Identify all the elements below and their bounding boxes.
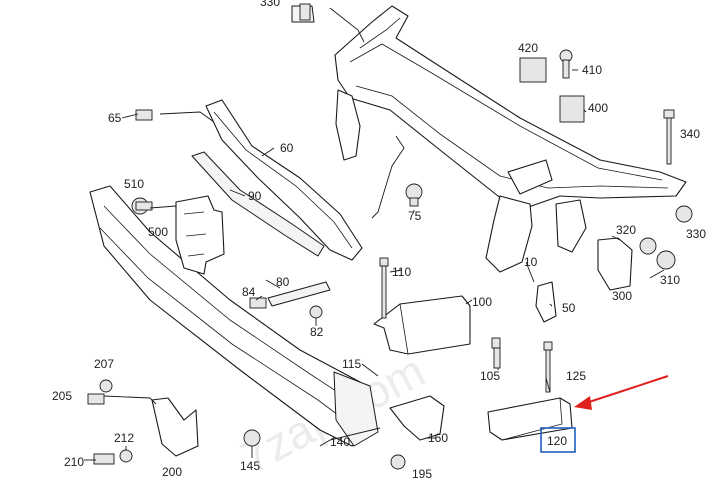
callout-340: 340: [680, 127, 700, 141]
highlight-arrow: [574, 375, 669, 410]
callout-510: 510: [124, 177, 144, 191]
rod-80: [267, 281, 331, 307]
callout-200: 200: [162, 465, 182, 479]
callout-145: 145: [240, 459, 260, 473]
crossmember-60: [205, 99, 363, 261]
callout-300: 300: [612, 289, 632, 303]
bracket-100: [373, 295, 471, 355]
callout-330-top: 330: [260, 0, 280, 9]
callout-212: 212: [114, 431, 134, 445]
callout-210: 210: [64, 455, 84, 469]
callout-400: 400: [588, 101, 608, 115]
bolt-125: [543, 341, 553, 393]
strip-90: [191, 151, 325, 257]
callout-160: 160: [428, 431, 448, 445]
bolt-340: [663, 109, 675, 165]
bolt-110: [379, 257, 389, 319]
callout-84: 84: [242, 285, 256, 299]
callout-50: 50: [562, 301, 576, 315]
bracket-50: [535, 281, 557, 323]
bracket-200: [151, 397, 199, 457]
callout-80: 80: [276, 275, 290, 289]
bracket-300: [597, 237, 633, 291]
callout-140: 140: [330, 435, 350, 449]
callout-75: 75: [408, 209, 422, 223]
callout-207: 207: [94, 357, 114, 371]
callout-500: 500: [148, 225, 168, 239]
callout-110: 110: [392, 265, 411, 279]
bracket-500: [175, 195, 225, 275]
callout-195: 195: [412, 467, 432, 480]
callout-410: 410: [582, 63, 602, 77]
callout-115: 115: [342, 357, 361, 371]
callout-310: 310: [660, 273, 680, 287]
callout-60: 60: [280, 141, 294, 155]
callout-105: 105: [480, 369, 500, 383]
callout-120: 120: [547, 434, 567, 448]
bracket-160: [389, 395, 445, 441]
callout-65: 65: [108, 111, 122, 125]
highlight-box-120: [540, 427, 576, 453]
callout-320: 320: [616, 223, 636, 237]
callout-125: 125: [566, 369, 586, 383]
callout-82: 82: [310, 325, 324, 339]
bumper-reinforcement-bar: [89, 185, 379, 447]
callout-330-right: 330: [686, 227, 706, 241]
callout-420: 420: [518, 41, 538, 55]
leader-lines: [84, 7, 665, 461]
callout-90: 90: [248, 189, 262, 203]
callout-205: 205: [52, 389, 72, 403]
callout-100: 100: [472, 295, 492, 309]
callout-10: 10: [524, 255, 538, 269]
fasteners: [87, 3, 693, 470]
cable-75: [371, 135, 405, 219]
callout-labels: 330 420 410 400 65 340 60 90 510 75 500 …: [52, 0, 706, 480]
